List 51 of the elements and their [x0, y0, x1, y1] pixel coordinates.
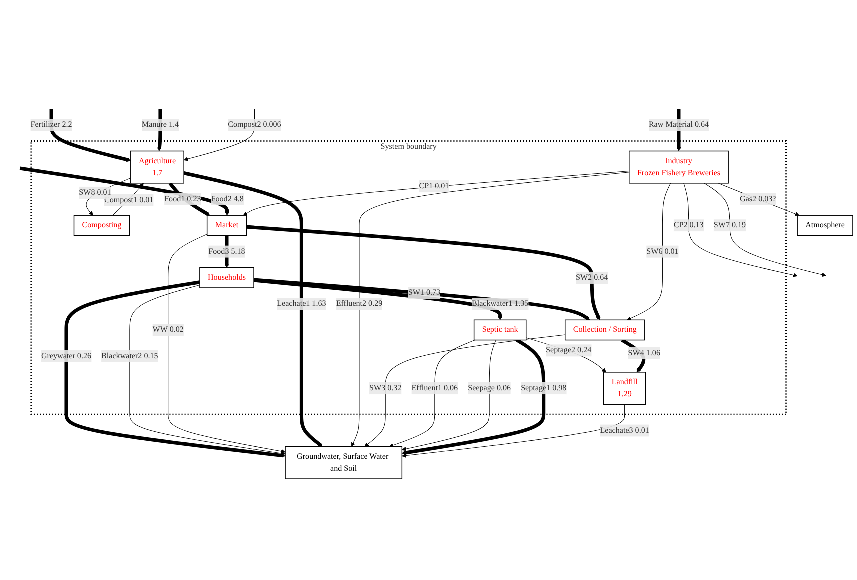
process-box: Composting: [74, 215, 130, 236]
process-box: Market: [206, 215, 248, 236]
edge-label: SW2 0.64: [576, 272, 608, 284]
process-box: Collection / Sorting: [565, 320, 646, 341]
edge-label: Food3 5.18: [208, 246, 246, 258]
process-box: Households: [200, 268, 254, 288]
flow-arrow: [243, 170, 630, 216]
edge-label: CP2 0.13: [674, 220, 704, 232]
process-box: Agriculture 1.7: [130, 150, 184, 184]
edge-label: Effluent2 0.29: [336, 298, 383, 310]
edge-label: Manure 1.4: [142, 119, 179, 132]
edge-label: SW8 0.01: [79, 186, 112, 199]
edge-label: WW 0.02: [152, 324, 184, 336]
flow-arrow: [704, 183, 826, 278]
edge-label: SW4 1.06: [628, 347, 660, 360]
edge-label: Fertilizer 2.2: [30, 119, 72, 132]
edge-label: SW6 0.01: [646, 246, 679, 258]
edge-label: Compost1 0.01: [104, 194, 154, 206]
process-box: Septic tank: [474, 320, 527, 341]
flow-arrow: [684, 183, 798, 278]
edge-label: Septage1 0.98: [521, 384, 567, 393]
flow-arrow: [64, 280, 286, 458]
edge-label: Food2 4.8: [211, 193, 244, 206]
flow-arrow: [50, 109, 132, 162]
flow-arrow: [184, 108, 255, 162]
edge-label: Blackwater2 0.15: [102, 352, 158, 360]
flow-arrow: [184, 172, 323, 448]
process-box: Landfill 1.29: [603, 372, 646, 405]
edge-label: Effluent1 0.06: [412, 382, 458, 395]
edge-label: Blackwater1 1.35: [472, 298, 529, 310]
edge-label: Gas2 0.03?: [740, 193, 776, 206]
flow-arrow: [246, 225, 601, 320]
environment-box: Groundwater, Surface Water and Soil: [285, 446, 403, 480]
arrow: [130, 284, 286, 456]
edge-label: SW3 0.32: [370, 382, 402, 395]
edge-label: Leachate1 1.63: [277, 298, 326, 310]
edge-label: Greywater 0.26: [41, 350, 92, 362]
edge-label: Leachate3 0.01: [600, 424, 650, 437]
flow-arrow: [20, 166, 230, 216]
edge-label: Compost2 0.006: [228, 119, 282, 132]
flow-arrow: [168, 234, 286, 454]
flow-arrow: [627, 183, 672, 321]
edge-label: Seepage 0.06: [468, 382, 512, 395]
edge-label: Food1 0.23: [164, 193, 202, 206]
edge-label: SW7 0.19: [714, 220, 746, 232]
environment-box: Atmosphere: [797, 215, 854, 236]
edge-label: CP1 0.01: [419, 180, 450, 193]
edge-label: Raw Material 0.64: [648, 119, 710, 132]
process-box: Industry Frozen Fishery Breweries: [629, 150, 729, 184]
edge-label: Septage2 0.24: [546, 344, 592, 357]
edge-label: SW1 0.73: [408, 287, 441, 300]
